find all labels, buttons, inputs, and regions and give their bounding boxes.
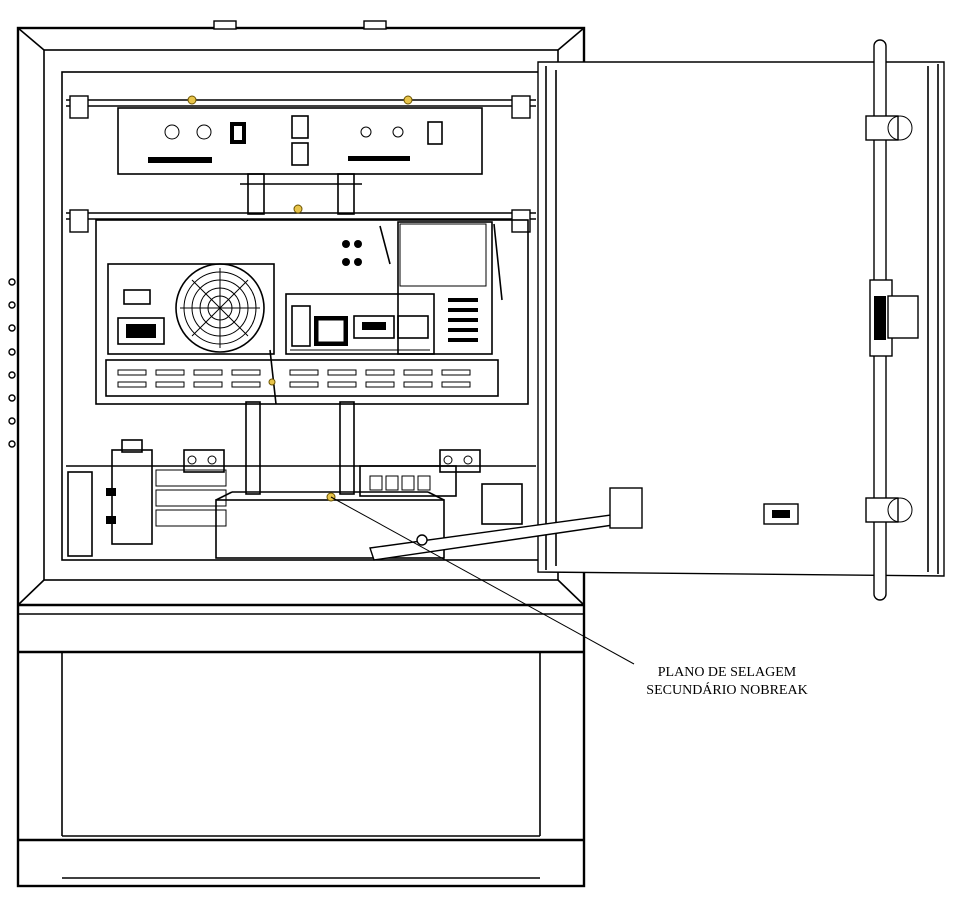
door-stay-arm <box>369 487 643 561</box>
ups-plate <box>95 219 529 405</box>
lower-compartment <box>66 439 536 559</box>
cabinet-base <box>18 603 584 879</box>
cabinet-body <box>16 20 586 888</box>
vented-tray <box>105 349 499 405</box>
support-posts <box>240 173 362 495</box>
callout-line-2: SECUNDÁRIO NOBREAK <box>646 683 808 698</box>
callout-leader-line <box>330 496 635 665</box>
open-door <box>537 39 945 601</box>
control-panel <box>117 95 483 175</box>
middle-rail <box>66 204 536 233</box>
battery-box <box>379 221 503 355</box>
seal-plane-callout: PLANO DE SELAGEM SECUNDÁRIO NOBREAK <box>612 664 842 700</box>
callout-line-1: PLANO DE SELAGEM <box>657 665 797 680</box>
power-supply <box>107 263 275 355</box>
circuit-board <box>285 293 435 355</box>
top-rail <box>66 95 536 119</box>
side-bolts <box>8 278 16 448</box>
